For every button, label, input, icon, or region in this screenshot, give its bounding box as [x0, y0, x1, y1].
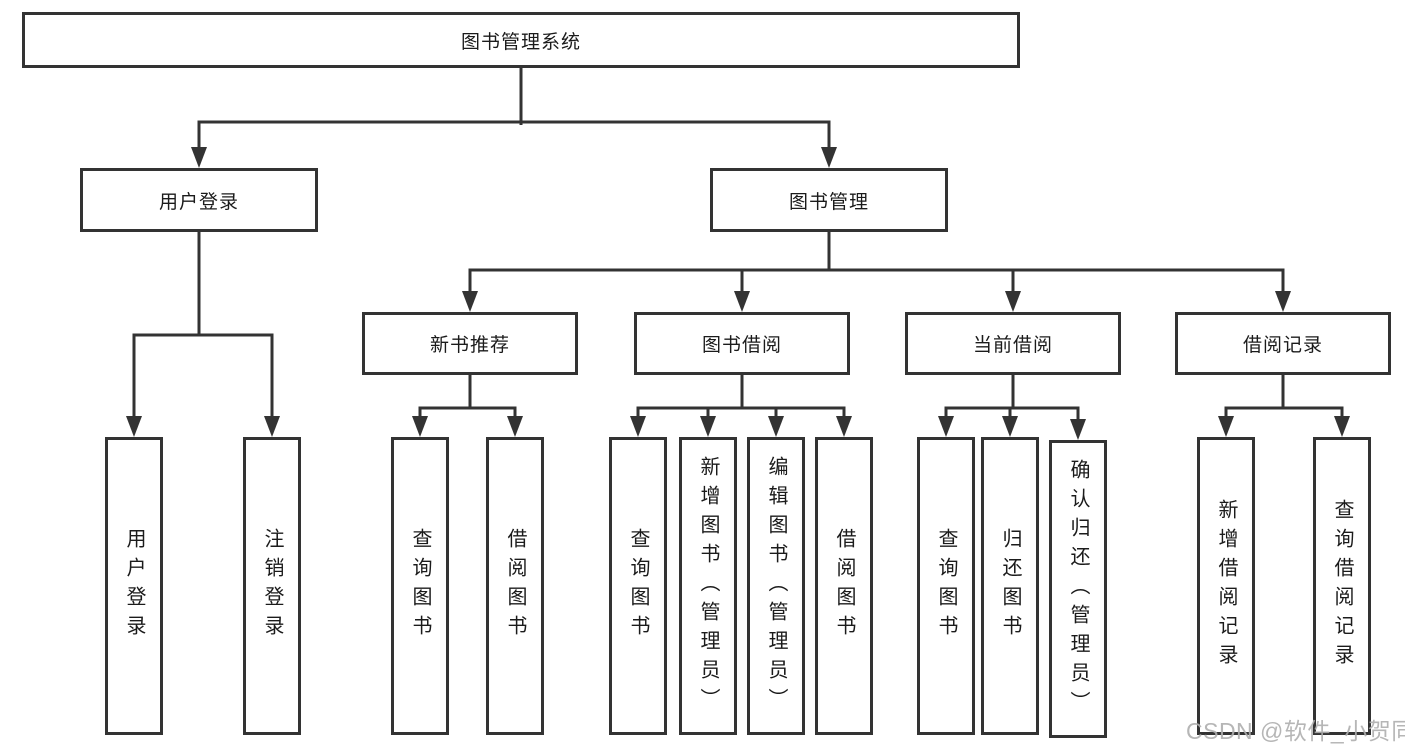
watermark-csdn: CSDN @软件_小贺同学 [1186, 718, 1405, 744]
node-current-borrowing: 当前借阅 [905, 312, 1121, 375]
leaf-query-books-recommend: 查询图书 [391, 437, 449, 735]
leaf-add-books-admin-label: 新增图书（管理员） [697, 455, 719, 717]
leaf-query-borrow-record: 查询借阅记录 [1313, 437, 1371, 735]
leaf-logout: 注销登录 [243, 437, 301, 735]
leaf-user-login-label: 用户登录 [123, 528, 145, 644]
leaf-query-borrow-record-label: 查询借阅记录 [1331, 499, 1353, 673]
leaf-borrow-books-borrowing: 借阅图书 [815, 437, 873, 735]
leaf-edit-books-admin-label: 编辑图书（管理员） [765, 455, 787, 717]
leaf-borrow-books-borrowing-label: 借阅图书 [833, 528, 855, 644]
leaf-confirm-return-admin: 确认归还（管理员） [1049, 440, 1107, 738]
leaf-user-login: 用户登录 [105, 437, 163, 735]
node-library-management-system: 图书管理系统 [22, 12, 1020, 68]
node-book-management: 图书管理 [710, 168, 948, 232]
leaf-query-books-borrowing-label: 查询图书 [627, 528, 649, 644]
leaf-return-books-label: 归还图书 [999, 528, 1021, 644]
node-book-borrowing: 图书借阅 [634, 312, 850, 375]
leaf-return-books: 归还图书 [981, 437, 1039, 735]
leaf-logout-label: 注销登录 [261, 528, 283, 644]
leaf-add-books-admin: 新增图书（管理员） [679, 437, 737, 735]
leaf-confirm-return-admin-label: 确认归还（管理员） [1067, 458, 1089, 720]
node-new-book-recommendation: 新书推荐 [362, 312, 578, 375]
leaf-query-books-recommend-label: 查询图书 [409, 528, 431, 644]
node-borrowing-records: 借阅记录 [1175, 312, 1391, 375]
leaf-query-books-current-label: 查询图书 [935, 528, 957, 644]
node-user-login: 用户登录 [80, 168, 318, 232]
leaf-query-books-current: 查询图书 [917, 437, 975, 735]
leaf-add-borrow-record: 新增借阅记录 [1197, 437, 1255, 735]
leaf-add-borrow-record-label: 新增借阅记录 [1215, 499, 1237, 673]
leaf-borrow-books-recommend: 借阅图书 [486, 437, 544, 735]
leaf-edit-books-admin: 编辑图书（管理员） [747, 437, 805, 735]
leaf-borrow-books-recommend-label: 借阅图书 [504, 528, 526, 644]
leaf-query-books-borrowing: 查询图书 [609, 437, 667, 735]
